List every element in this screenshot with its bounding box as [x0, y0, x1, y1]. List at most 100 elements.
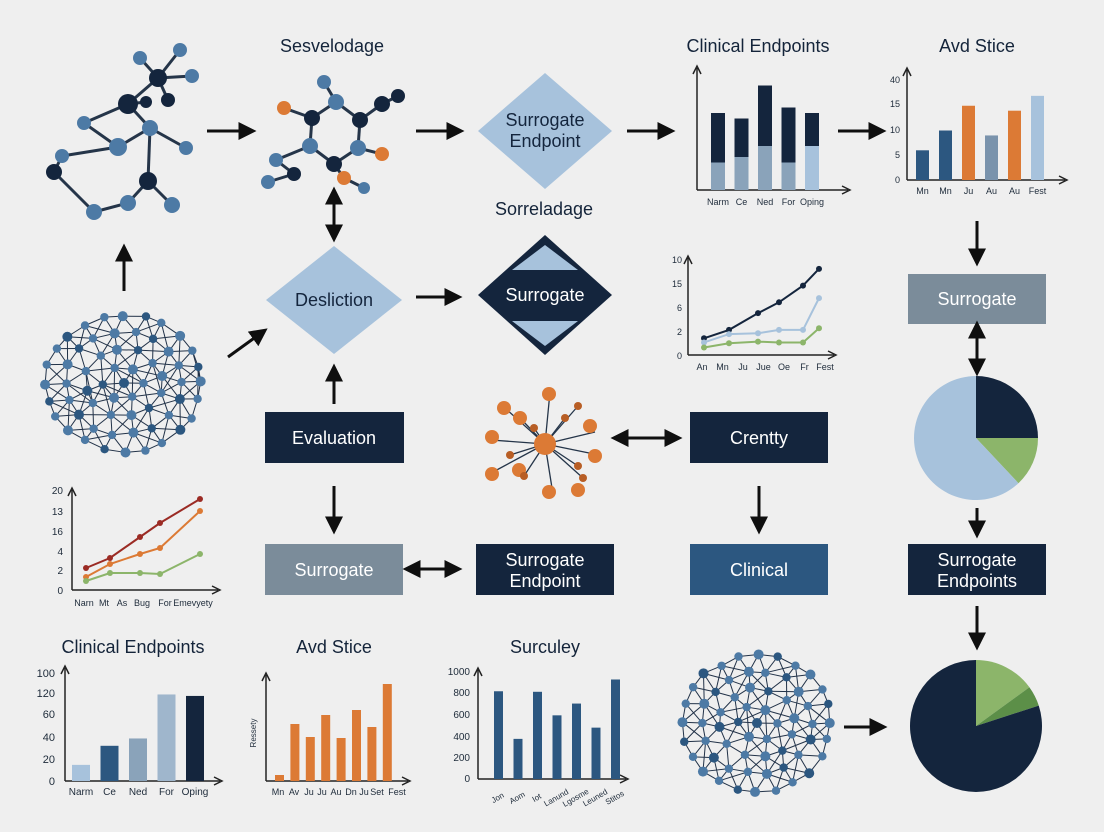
tick-label: Jue: [756, 362, 771, 372]
tick-label: Mn: [716, 362, 729, 372]
node: [157, 388, 166, 398]
bar: [1008, 110, 1021, 180]
edge: [715, 665, 723, 693]
arrow-diagonal: [227, 328, 268, 359]
node: [193, 394, 202, 404]
x-axis-arrowhead: [401, 776, 412, 786]
node-label: Clinical: [730, 560, 788, 580]
bar: [305, 737, 315, 781]
edge: [44, 363, 68, 386]
edge: [744, 738, 768, 756]
node: [133, 345, 143, 355]
bar-segment: [734, 157, 749, 190]
node: [803, 701, 813, 711]
tick-label: Jon: [490, 791, 506, 805]
atom: [161, 93, 175, 107]
node-surrogate-endpoint-mid: Surrogate Endpoint: [476, 544, 614, 595]
bar: [1031, 95, 1044, 180]
tick-label: Au: [986, 186, 997, 196]
data-point: [726, 331, 732, 338]
bar: [985, 135, 998, 180]
edge: [766, 733, 793, 740]
bar: [321, 715, 331, 781]
node-evaluation: Evaluation: [265, 412, 404, 463]
node: [762, 734, 772, 744]
node: [761, 768, 772, 779]
node: [716, 708, 725, 717]
tick-label: 0: [57, 586, 63, 597]
node: [89, 424, 98, 433]
data-point: [800, 282, 806, 289]
tick-label: 15: [890, 99, 900, 109]
node: [45, 397, 54, 406]
edge: [160, 365, 180, 394]
edge: [133, 432, 163, 444]
y-axis-arrowhead: [683, 254, 693, 265]
node: [131, 327, 141, 337]
bar: [336, 738, 346, 781]
node: [42, 360, 51, 369]
node: [100, 444, 109, 454]
node: [722, 739, 731, 748]
tick-label: 600: [453, 710, 470, 721]
node: [752, 718, 762, 728]
edge: [92, 403, 95, 429]
node: [708, 752, 719, 763]
node: [98, 380, 108, 389]
tick-label: Bug: [134, 598, 150, 608]
node: [698, 718, 707, 728]
title-avd-stice-top: Avd Stice: [939, 36, 1015, 56]
x-axis-arrowhead: [841, 185, 852, 195]
node: [743, 666, 754, 677]
node: [128, 427, 139, 438]
bar-segment: [734, 118, 749, 157]
molecule-icon: [261, 75, 405, 194]
node: [106, 410, 116, 420]
node: [789, 713, 800, 724]
title-clinical-endpoints-bottom: Clinical Endpoints: [61, 637, 204, 657]
leaf-node: [513, 411, 527, 425]
tick-label: Ju: [304, 787, 314, 797]
node: [782, 695, 791, 705]
node: [177, 377, 186, 387]
leaf-node: [530, 424, 538, 432]
bar: [275, 775, 284, 781]
node: [824, 699, 833, 709]
data-point: [197, 496, 203, 502]
node: [88, 398, 98, 408]
node: [127, 364, 138, 375]
tick-label: Iot: [531, 791, 544, 804]
tick-label: Ce: [736, 197, 748, 207]
atom: [326, 156, 342, 172]
tick-label: Fr: [800, 362, 809, 372]
node: [110, 363, 119, 373]
leaf-node: [542, 485, 556, 499]
edge: [135, 322, 162, 333]
tick-label: 0: [895, 175, 900, 185]
node: [148, 334, 158, 344]
atom: [352, 112, 368, 128]
tick-label: Dn: [345, 787, 357, 797]
node: [111, 344, 122, 355]
atom: [185, 69, 199, 83]
tick-label: Narn: [74, 598, 94, 608]
tick-label: 15: [672, 279, 682, 289]
bond: [52, 170, 96, 214]
leaf-node: [506, 451, 514, 459]
node-label: Surrogate: [505, 285, 584, 305]
bar-segment: [758, 85, 772, 146]
y-axis-label: Ressety: [249, 719, 258, 748]
x-axis-arrowhead: [211, 585, 222, 595]
node: [760, 705, 771, 716]
node: [773, 719, 782, 728]
x-axis-arrowhead: [619, 774, 630, 784]
node-label: Desliction: [295, 290, 373, 310]
pie-chart-top: [913, 376, 1038, 500]
tick-label: Oping: [800, 197, 824, 207]
leaf-node: [485, 430, 499, 444]
y-axis-arrowhead: [902, 66, 912, 77]
node: [773, 652, 782, 661]
edge: [102, 384, 133, 398]
node: [109, 392, 120, 403]
